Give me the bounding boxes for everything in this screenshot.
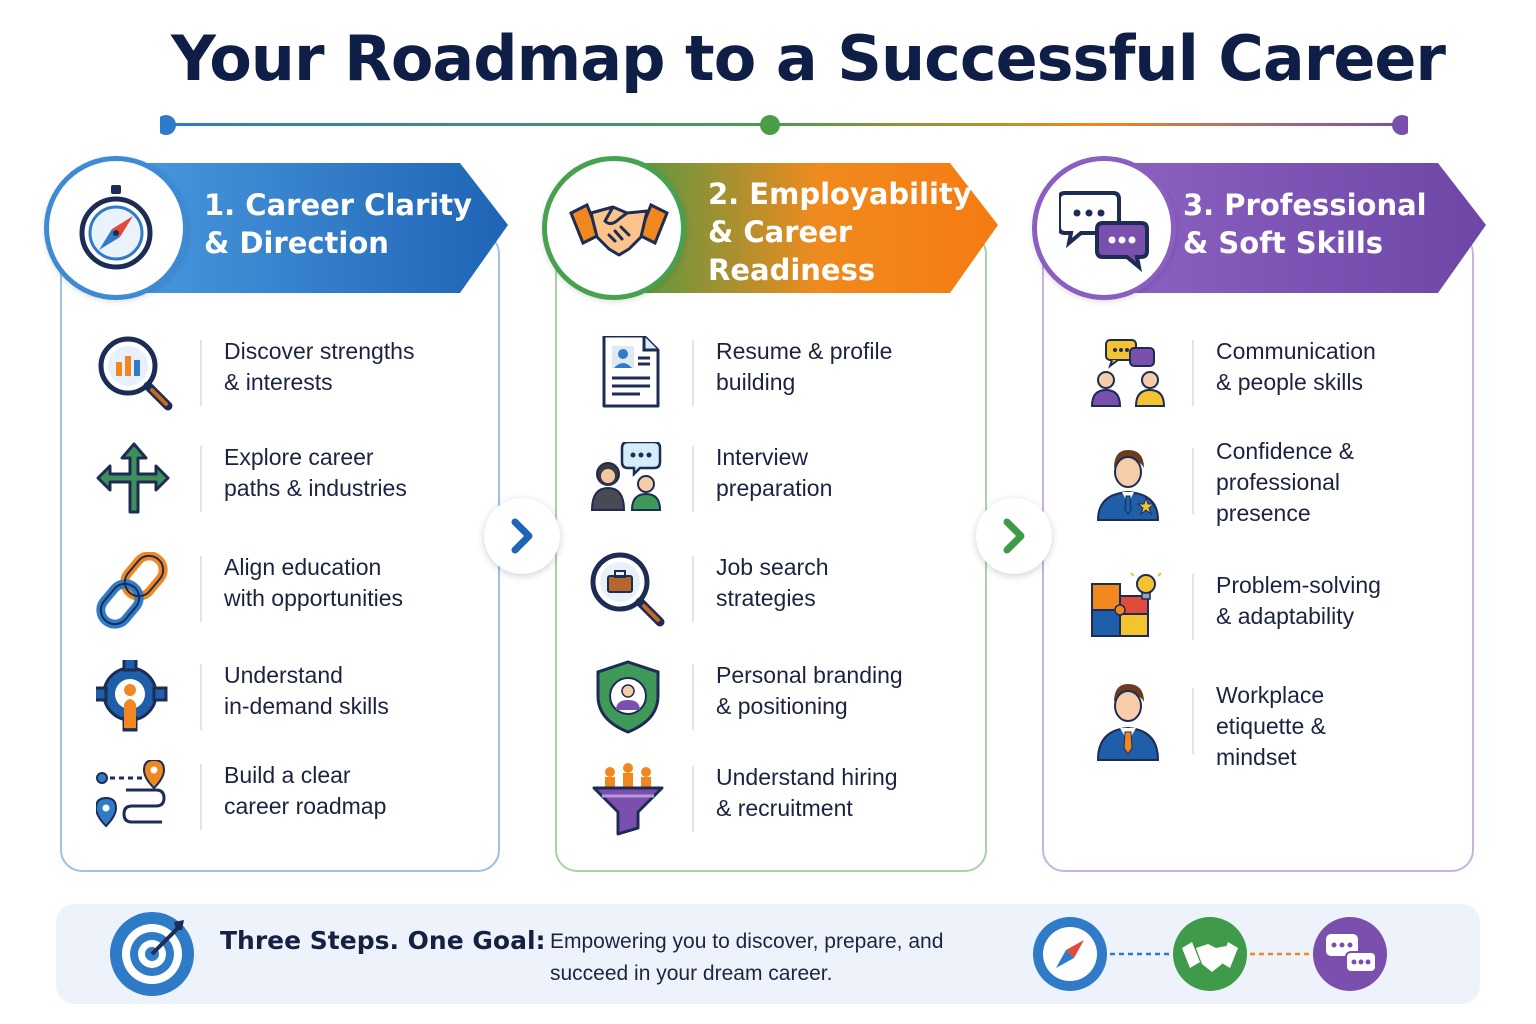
- item-label: Workplace etiquette & mindset: [1216, 682, 1326, 770]
- next-step-button-2[interactable]: [976, 498, 1052, 574]
- compass-icon: [44, 156, 188, 300]
- handshake-icon: [542, 156, 686, 300]
- target-icon: [110, 912, 194, 996]
- businessman-tie-icon: [1096, 684, 1160, 761]
- puzzle-bulb-icon: [1091, 570, 1162, 637]
- step-card-3: [1042, 232, 1474, 872]
- crossroads-arrows-icon: [96, 442, 170, 514]
- item-label: Understand hiring & recruitment: [716, 764, 898, 821]
- handshake-icon: [1173, 917, 1247, 991]
- item-label: Personal branding & positioning: [716, 662, 903, 719]
- step-3-title: 3. Professional & Soft Skills: [1183, 188, 1427, 260]
- footer-steps-icons: [1033, 917, 1387, 991]
- chain-link-icon: [96, 552, 168, 629]
- item-label: Explore career paths & industries: [224, 444, 407, 501]
- chat-bubbles-icon: [1313, 917, 1387, 991]
- businessman-star-icon: [1096, 450, 1160, 521]
- resume-icon: [602, 336, 660, 408]
- footer-title: Three Steps. One Goal:: [220, 926, 546, 955]
- hiring-funnel-icon: [592, 763, 664, 836]
- item-label: Build a clear career roadmap: [224, 762, 387, 819]
- item-label: Communication & people skills: [1216, 338, 1376, 395]
- item-label: Discover strengths & interests: [224, 338, 415, 395]
- item-label: Resume & profile building: [716, 338, 893, 395]
- footer-panel: Three Steps. One Goal: Empowering you to…: [56, 904, 1480, 1004]
- item-label: Confidence & professional presence: [1216, 438, 1355, 526]
- page-title: Your Roadmap to a Successful Career: [171, 22, 1446, 95]
- magnifier-chart-icon: [98, 336, 173, 411]
- interview-icon: [590, 442, 662, 511]
- footer-text: Empowering you to discover, prepare, and…: [550, 930, 944, 985]
- title-timeline: [160, 115, 1408, 135]
- chat-bubbles-icon: [1032, 156, 1176, 300]
- item-label: Align education with opportunities: [224, 554, 403, 611]
- item-label: Understand in-demand skills: [224, 662, 389, 719]
- briefcase-search-icon: [590, 552, 665, 627]
- compass-icon: [1033, 917, 1107, 991]
- people-chat-icon: [1090, 339, 1166, 407]
- gear-person-icon: [96, 660, 168, 732]
- item-label: Job search strategies: [716, 554, 829, 611]
- chevron-right-icon: [511, 518, 533, 554]
- step-1-title: 1. Career Clarity & Direction: [204, 188, 472, 260]
- shield-person-icon: [596, 660, 660, 734]
- next-step-button-1[interactable]: [484, 498, 560, 574]
- item-label: Interview preparation: [716, 444, 833, 501]
- route-map-icon: [96, 760, 166, 828]
- step-2-title: 2. Employability & Career Readiness: [708, 177, 972, 287]
- item-label: Problem-solving & adaptability: [1216, 572, 1381, 629]
- chevron-right-icon: [1003, 518, 1025, 554]
